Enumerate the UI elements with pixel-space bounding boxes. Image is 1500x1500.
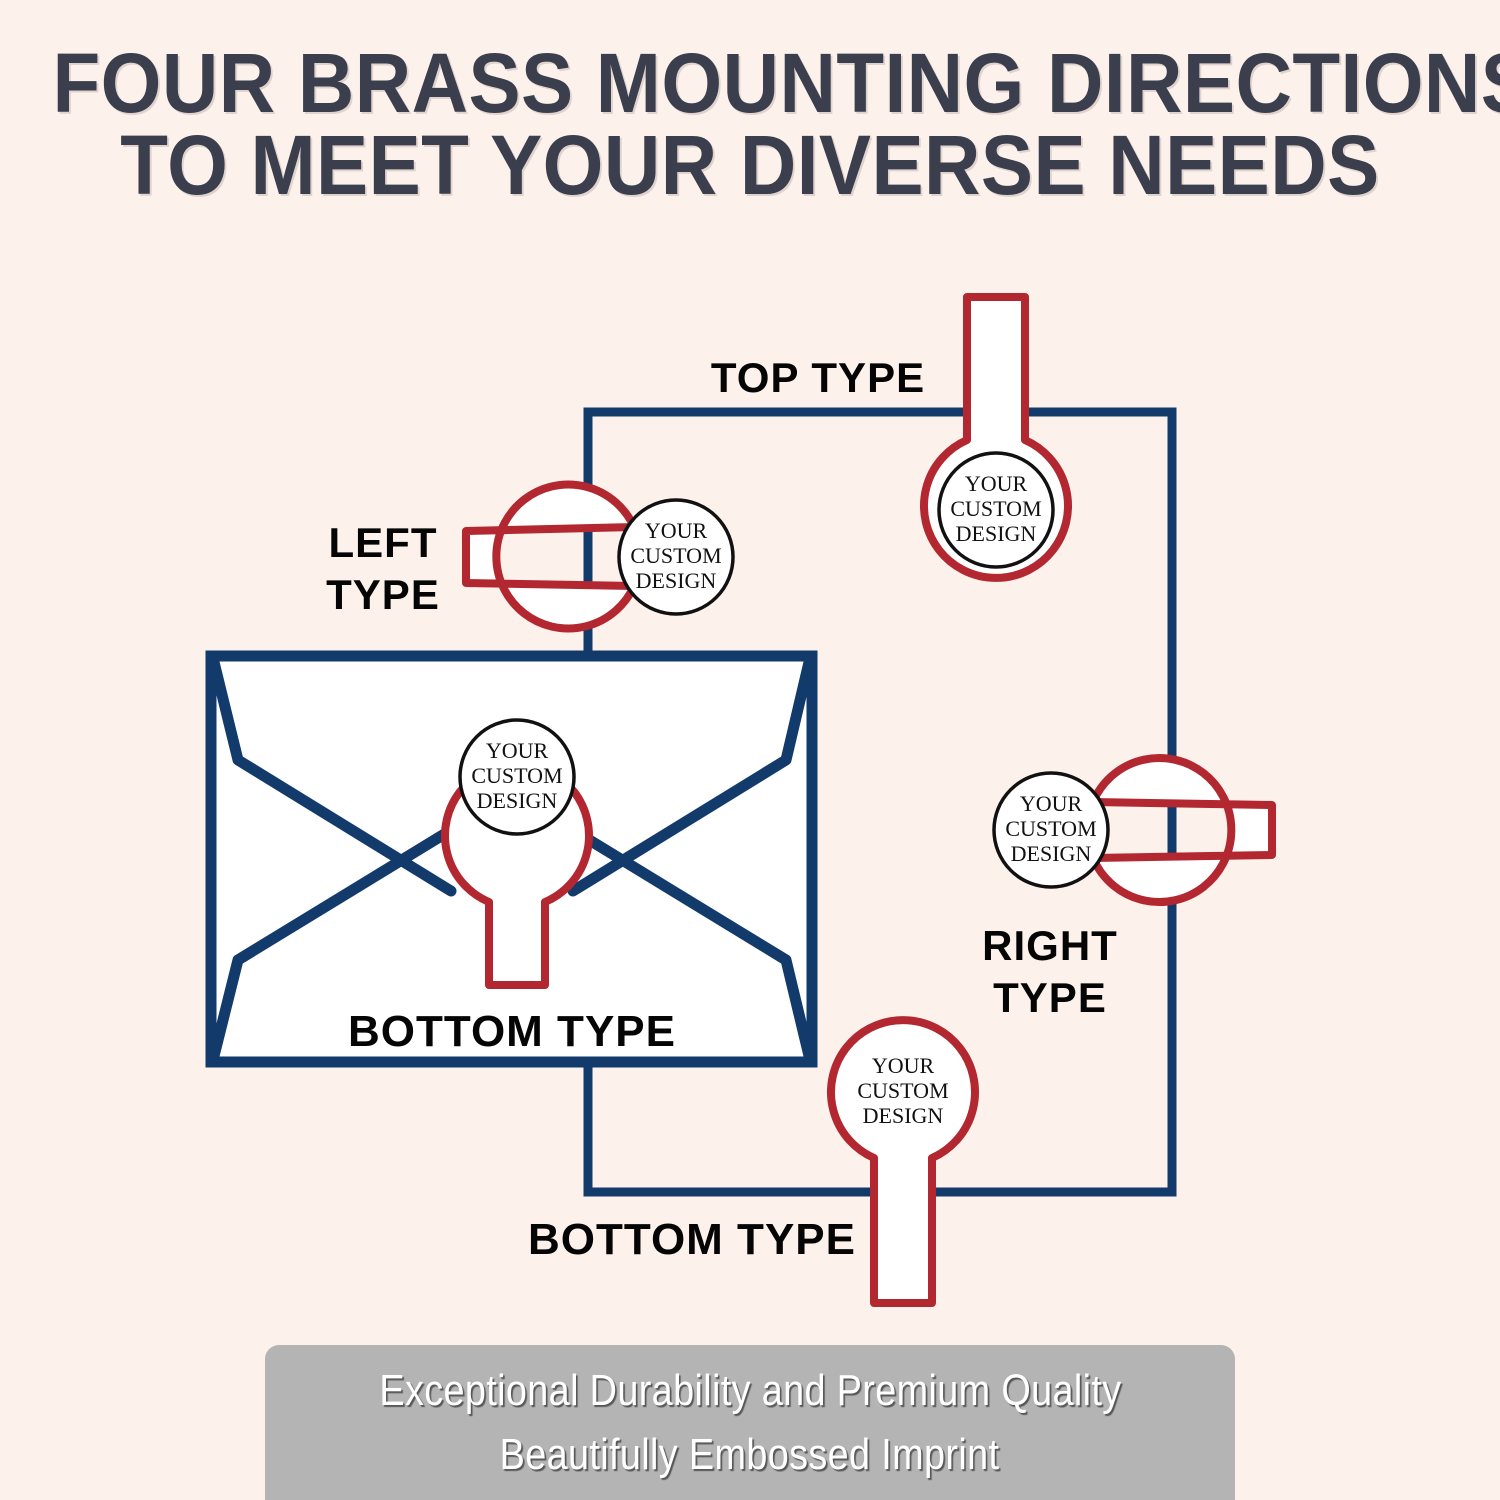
stamp-text-line-3: DESIGN — [1011, 841, 1092, 866]
page-title-line-1: FOUR BRASS MOUNTING DIRECTIONS — [52, 36, 1500, 130]
label-right-type-line-1: RIGHT — [982, 922, 1118, 969]
label-bottom-type-envelope: BOTTOM TYPE — [348, 1007, 676, 1056]
stamp-text-line-3: DESIGN — [477, 788, 558, 813]
label-right-type-line-2: TYPE — [993, 974, 1107, 1021]
page-title: FOUR BRASS MOUNTING DIRECTIONS TO MEET Y… — [52, 36, 1500, 213]
stamp-text-line-1: YOUR — [1020, 791, 1083, 816]
stamp-text-line-1: YOUR — [965, 471, 1028, 496]
stamp-text-line-3: DESIGN — [863, 1103, 944, 1128]
bottom-type-stamp-frame[interactable]: YOUR CUSTOM DESIGN — [827, 1016, 979, 1307]
stamp-inner-ring — [992, 771, 1110, 889]
stamp-inner-ring — [458, 718, 576, 836]
stamp-text-line-1: YOUR — [872, 1053, 935, 1078]
label-top-type: TOP TYPE — [711, 354, 925, 401]
top-type-stamp[interactable]: YOUR CUSTOM DESIGN — [920, 293, 1072, 582]
label-left-type-line-1: LEFT — [329, 519, 438, 566]
stamp-text-line-2: CUSTOM — [857, 1078, 948, 1103]
stamp-text-line-2: CUSTOM — [630, 543, 721, 568]
stamp-body-handle-down — [827, 1016, 979, 1307]
envelope-flap-left — [207, 652, 457, 897]
footer-banner: Exceptional Durability and Premium Quali… — [265, 1345, 1235, 1500]
envelope-fold-bottom-left — [207, 824, 457, 1066]
stamp-text-line-2: CUSTOM — [471, 763, 562, 788]
label-bottom-type-frame: BOTTOM TYPE — [528, 1215, 856, 1264]
footer-line-2: Beautifully Embossed Imprint — [500, 1429, 1000, 1479]
stamp-inner-ring — [617, 498, 735, 616]
right-type-stamp[interactable]: YOUR CUSTOM DESIGN — [992, 754, 1276, 906]
stamp-text-line-1: YOUR — [486, 738, 549, 763]
stamp-text-line-3: DESIGN — [636, 568, 717, 593]
stamp-text-line-1: YOUR — [645, 518, 708, 543]
stamp-text-line-2: CUSTOM — [1005, 816, 1096, 841]
label-left-type-line-2: TYPE — [326, 571, 440, 618]
page-title-line-2: TO MEET YOUR DIVERSE NEEDS — [120, 118, 1380, 213]
bottom-type-stamp-envelope[interactable]: YOUR CUSTOM DESIGN — [441, 718, 593, 989]
stamp-body-handle-left — [462, 480, 638, 633]
stamp-body-handle-right — [1089, 754, 1276, 906]
left-type-stamp[interactable]: YOUR CUSTOM DESIGN — [462, 480, 735, 633]
envelope-flap-right — [567, 652, 816, 897]
stamp-text-line-3: DESIGN — [956, 521, 1037, 546]
envelope-fold-bottom-right — [567, 824, 816, 1066]
stamp-inner-ring — [937, 451, 1055, 569]
footer-line-1: Exceptional Durability and Premium Quali… — [378, 1365, 1122, 1415]
stamp-text-line-2: CUSTOM — [950, 496, 1041, 521]
